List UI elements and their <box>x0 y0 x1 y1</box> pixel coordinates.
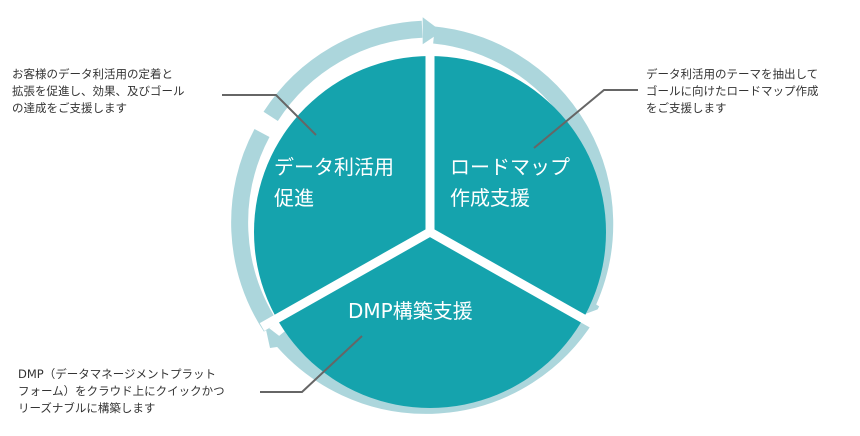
divider-right <box>427 228 601 331</box>
callout-line-left <box>222 94 317 136</box>
segment-label-data-utilization: データ利活用 促進 <box>274 155 394 210</box>
cycle-arrow-left <box>231 129 279 332</box>
cycle-arrowhead-bottom <box>265 325 291 348</box>
note-data-utilization: お客様のデータ利活用の定着と 拡張を促進し、効果、及びゴール の達成をご支援しま… <box>12 67 185 115</box>
callout-line-right <box>533 89 638 149</box>
callout-line-bottom <box>260 335 363 393</box>
note-dmp: DMP（データマネージメントプラット フォーム）をクラウド上にクイックかつ リー… <box>18 367 225 415</box>
segment-label-dmp: DMP構築支援 <box>348 299 473 323</box>
note-roadmap: データ利活用のテーマを抽出して ゴールに向けたロードマップ作成 をご支援します <box>646 67 819 115</box>
divider-left <box>259 228 433 331</box>
segment-label-roadmap: ロードマップ 作成支援 <box>450 155 570 210</box>
cycle-arrow-top <box>263 20 423 122</box>
cycle-arrowhead-top <box>422 17 442 45</box>
